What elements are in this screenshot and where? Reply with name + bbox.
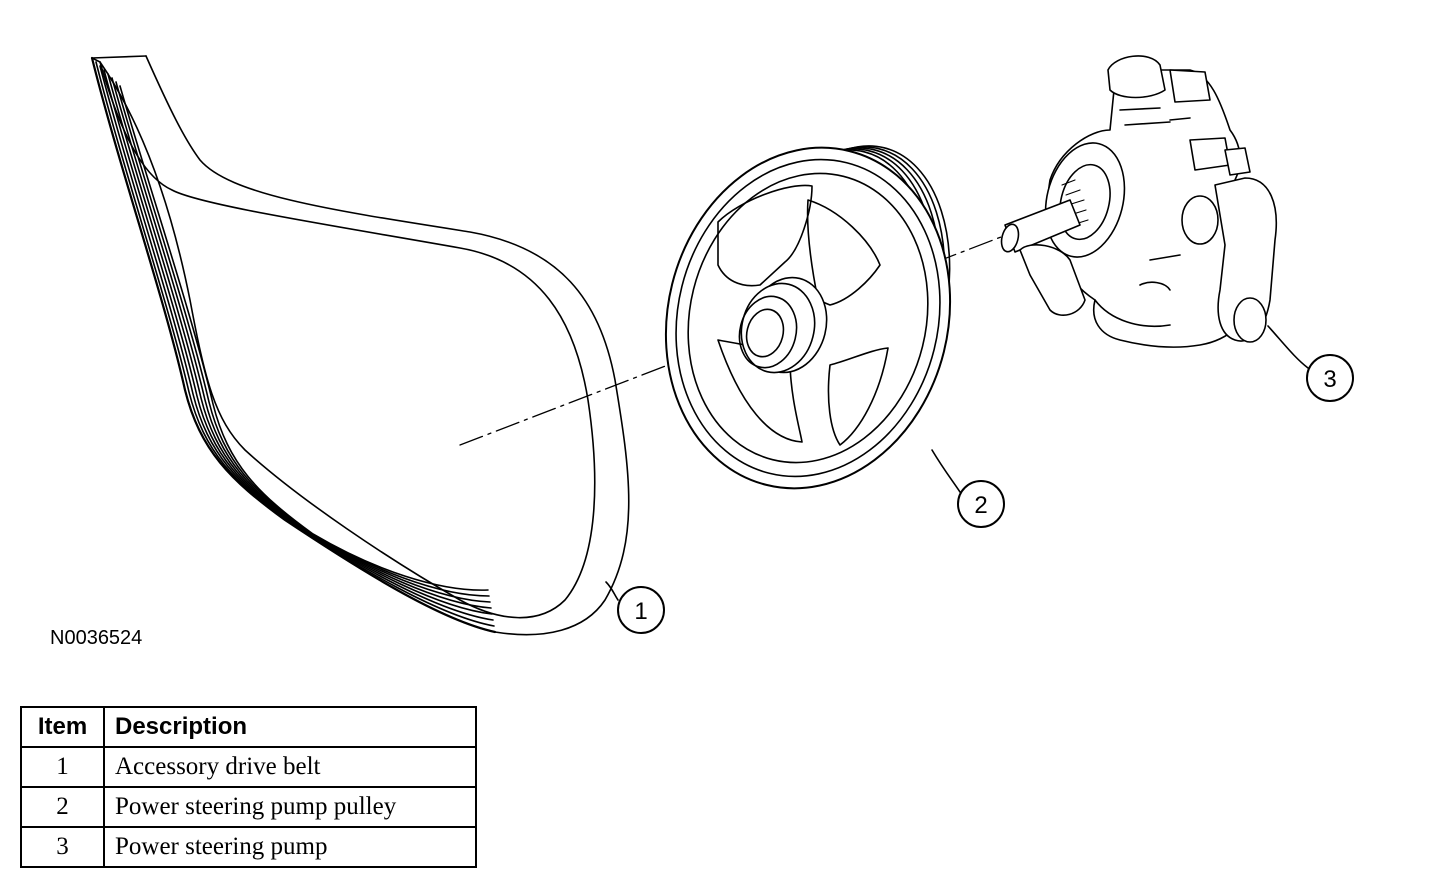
- legend-table: Item Description 1 Accessory drive belt …: [20, 706, 477, 868]
- item-number: 3: [20, 826, 105, 868]
- leader-line-2: [931, 449, 961, 493]
- power-steering-pump: [1000, 55, 1277, 348]
- leader-line-3: [1267, 325, 1309, 369]
- item-number: 2: [20, 786, 105, 828]
- callout-1: 1: [617, 586, 665, 634]
- callout-2: 2: [957, 480, 1005, 528]
- pump-pulley: [664, 145, 952, 490]
- item-description: Accessory drive belt: [103, 746, 477, 788]
- table-row: 1 Accessory drive belt: [20, 746, 477, 788]
- leader-line-1: [605, 581, 619, 601]
- item-description: Power steering pump pulley: [103, 786, 477, 828]
- table-row: 3 Power steering pump: [20, 826, 477, 868]
- item-number: 1: [20, 746, 105, 788]
- callout-3: 3: [1306, 354, 1354, 402]
- callout-label: 3: [1323, 366, 1336, 393]
- description-column-header: Description: [103, 706, 477, 748]
- figure-id: N0036524: [50, 627, 142, 649]
- callout-label: 2: [974, 492, 987, 519]
- table-row: 2 Power steering pump pulley: [20, 786, 477, 828]
- drive-belt: [90, 55, 630, 636]
- callout-label: 1: [634, 598, 647, 625]
- item-description: Power steering pump: [103, 826, 477, 868]
- legend-header-row: Item Description: [20, 706, 477, 748]
- item-column-header: Item: [20, 706, 105, 748]
